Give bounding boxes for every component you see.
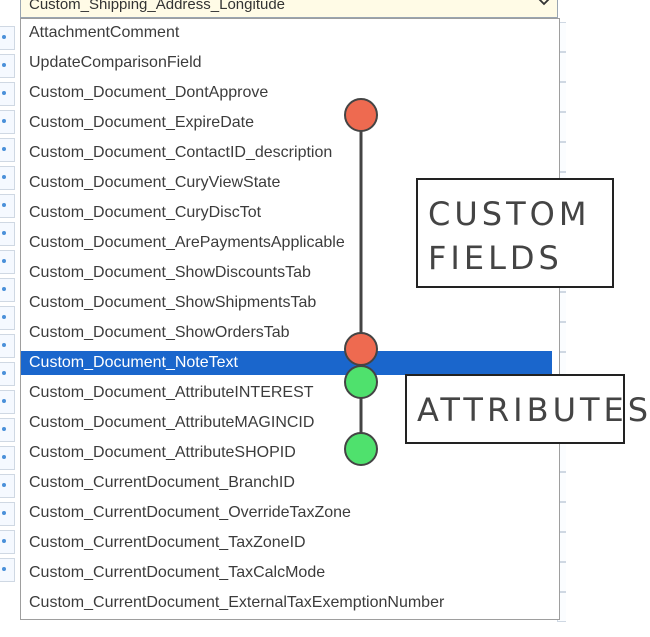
grid-dot-icon	[2, 175, 6, 179]
grid-dot-icon	[2, 119, 6, 123]
grid-cell	[0, 502, 15, 526]
grid-cell	[0, 222, 15, 246]
dropdown-option[interactable]: Custom_Document_ContactID_description	[29, 144, 333, 161]
dropdown-option[interactable]: Custom_Document_AttributeSHOPID	[29, 444, 296, 461]
grid-dot-icon	[2, 539, 6, 543]
dropdown-option[interactable]: Custom_Document_ShowDiscountsTab	[29, 264, 311, 281]
grid-dot-icon	[2, 343, 6, 347]
custom-fields-label-line1: CUSTOM	[428, 195, 591, 233]
grid-dot-icon	[2, 259, 6, 263]
dropdown-option[interactable]: Custom_Document_AttributeINTEREST	[29, 384, 314, 401]
grid-dot-icon	[2, 427, 6, 431]
dropdown-option[interactable]: Custom_Document_ArePaymentsApplicable	[29, 234, 345, 251]
dropdown-option[interactable]: Custom_Document_CuryDiscTot	[29, 204, 262, 221]
dropdown-option[interactable]: Custom_Document_ExpireDate	[29, 114, 254, 131]
grid-cell	[0, 82, 15, 106]
grid-cell	[0, 278, 15, 302]
grid-cell	[0, 418, 15, 442]
grid-cell	[0, 138, 15, 162]
grid-dot-icon	[2, 91, 6, 95]
grid-cell	[0, 194, 15, 218]
grid-cell	[0, 362, 15, 386]
grid-cell	[0, 334, 15, 358]
grid-dot-icon	[2, 35, 6, 39]
grid-dot-icon	[2, 147, 6, 151]
grid-dot-icon	[2, 399, 6, 403]
grid-cell	[0, 558, 15, 582]
dropdown-option[interactable]: Custom_Document_CuryViewState	[29, 174, 281, 191]
grid-cell	[0, 54, 15, 78]
dropdown-option-selected[interactable]: Custom_Document_NoteText	[21, 351, 552, 375]
grid-dot-icon	[2, 231, 6, 235]
attributes-label-text: ATTRIBUTES	[417, 391, 650, 429]
dropdown-option[interactable]: UpdateComparisonField	[29, 54, 202, 71]
grid-dot-icon	[2, 203, 6, 207]
grid-dot-icon	[2, 567, 6, 571]
custom-fields-label: CUSTOM FIELDS	[416, 178, 614, 288]
grid-dot-icon	[2, 511, 6, 515]
grid-cell	[0, 390, 15, 414]
dropdown-option[interactable]: Custom_Document_ShowShipmentsTab	[29, 294, 317, 311]
dropdown-option[interactable]: Custom_CurrentDocument_OverrideTaxZone	[29, 504, 351, 521]
grid-cell	[0, 530, 15, 554]
dropdown-option[interactable]: Custom_CurrentDocument_BranchID	[29, 474, 295, 491]
grid-dot-icon	[2, 455, 6, 459]
grid-left-edge	[0, 0, 20, 615]
dropdown-option[interactable]: Custom_Document_ShowOrdersTab	[29, 324, 290, 341]
field-select[interactable]: Custom_Shipping_Address_Longitude	[20, 0, 558, 18]
grid-dot-icon	[2, 287, 6, 291]
chevron-down-icon[interactable]	[537, 0, 551, 9]
grid-dot-icon	[2, 315, 6, 319]
grid-dot-icon	[2, 371, 6, 375]
attributes-label: ATTRIBUTES	[405, 374, 650, 444]
dropdown-option[interactable]: Custom_Document_DontApprove	[29, 84, 269, 101]
custom-fields-label-line2: FIELDS	[428, 239, 563, 277]
grid-cell	[0, 446, 15, 470]
dropdown-option[interactable]: Custom_CurrentDocument_TaxCalcMode	[29, 564, 326, 581]
grid-dot-icon	[2, 63, 6, 67]
grid-cell	[0, 474, 15, 498]
dropdown-option[interactable]: Custom_CurrentDocument_ExternalTaxExempt…	[29, 594, 445, 611]
grid-dot-icon	[2, 483, 6, 487]
grid-cell	[0, 26, 15, 50]
grid-cell	[0, 166, 15, 190]
grid-cell	[0, 306, 15, 330]
dropdown-option[interactable]: Custom_Document_AttributeMAGINCID	[29, 414, 315, 431]
grid-cell	[0, 250, 15, 274]
dropdown-option[interactable]: AttachmentComment	[29, 24, 180, 41]
dropdown-option[interactable]: Custom_CurrentDocument_TaxZoneID	[29, 534, 306, 551]
field-select-value: Custom_Shipping_Address_Longitude	[29, 0, 286, 13]
grid-cell	[0, 110, 15, 134]
